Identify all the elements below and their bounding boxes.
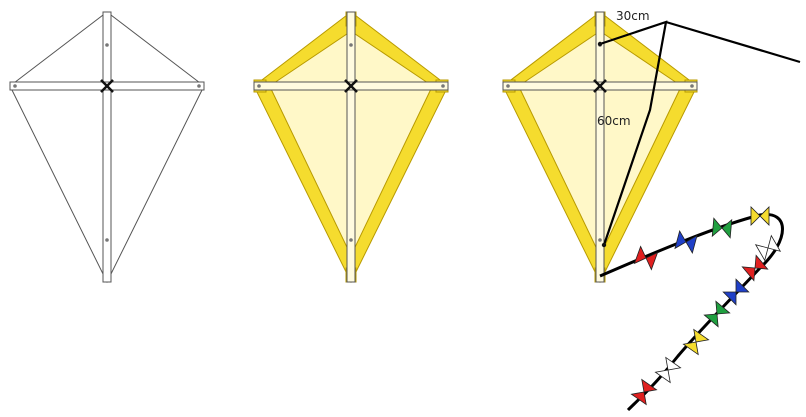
bridle-knot <box>598 42 602 46</box>
spar-hole <box>105 238 109 242</box>
tail-bow <box>683 329 708 354</box>
kite-tail <box>600 207 783 410</box>
upper-bridle-label: 30cm <box>616 9 650 23</box>
spar-hole <box>197 84 201 88</box>
spar-hole <box>349 238 353 242</box>
tail-bow <box>634 246 657 269</box>
bow-wing <box>721 219 732 238</box>
spar-hole <box>13 84 17 88</box>
spar-hole <box>105 43 109 47</box>
spar-hole <box>690 84 694 88</box>
spar-hole <box>598 238 602 242</box>
kite-outline <box>10 12 204 282</box>
bow-wing <box>712 218 723 237</box>
kite-complete <box>503 12 697 282</box>
tail-bow <box>712 218 732 238</box>
flying-line-segment <box>666 22 800 62</box>
spar-hole <box>506 84 510 88</box>
lower-bridle-label: 60cm <box>597 114 631 128</box>
bow-wing <box>751 207 760 225</box>
bridle-knot <box>602 243 606 247</box>
bow-wing <box>760 207 769 225</box>
tail-bow <box>751 207 769 225</box>
spar-hole <box>441 84 445 88</box>
spar-hole <box>257 84 261 88</box>
spar-hole <box>349 43 353 47</box>
tail-bow <box>756 236 781 261</box>
kite-framed <box>254 12 448 282</box>
tail-bow <box>675 231 697 253</box>
